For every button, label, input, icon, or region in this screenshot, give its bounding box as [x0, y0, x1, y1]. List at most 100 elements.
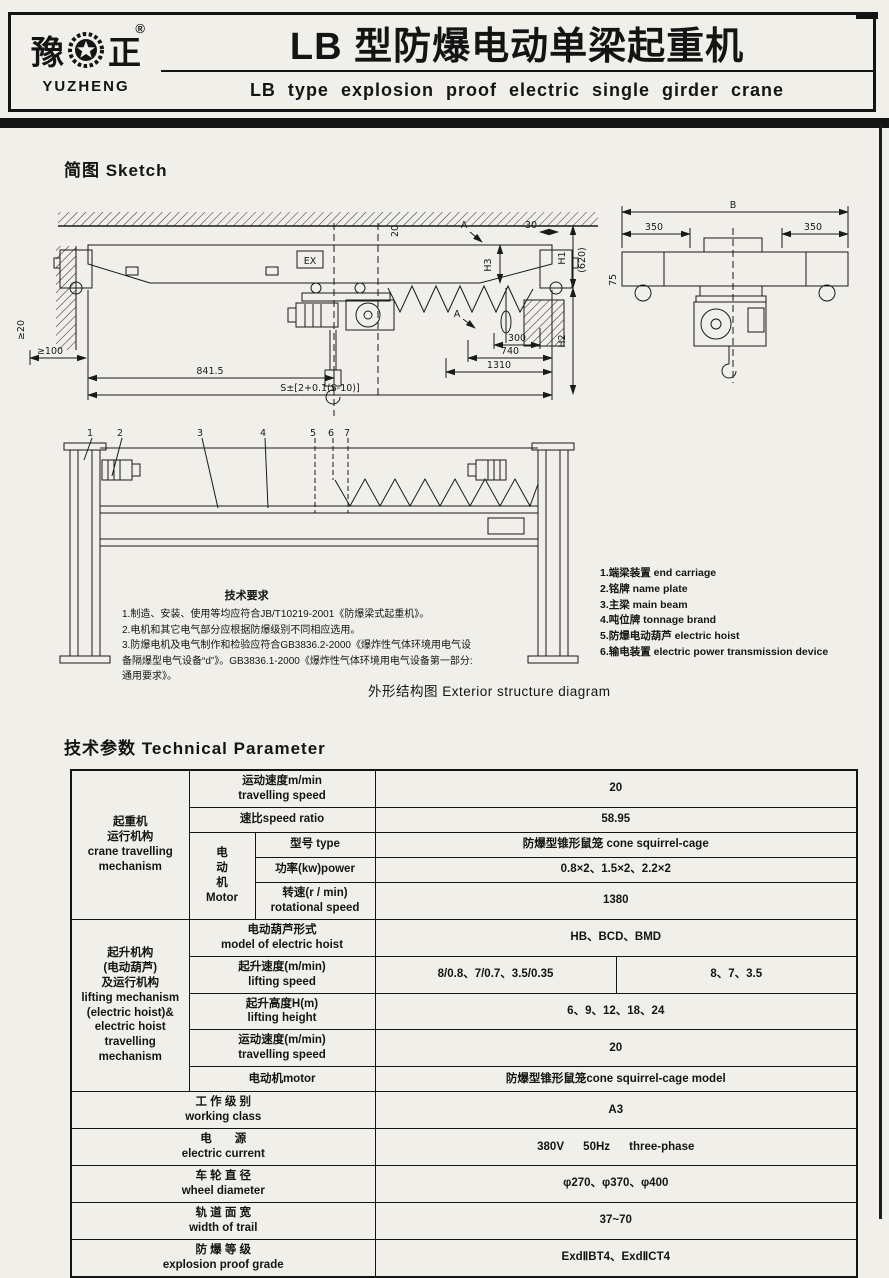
logo-left-char: 豫: [31, 33, 64, 71]
cell-motor-type-value: 防爆型锥形鼠笼 cone squirrel-cage: [374, 831, 858, 858]
part-item: 3.主梁 main beam: [600, 598, 688, 611]
callout-2: 2: [117, 428, 123, 439]
table-row: 电动机motor 防爆型锥形鼠笼cone squirrel-cage model: [71, 1066, 858, 1093]
cell-working-class-label: 工 作 级 别 working class: [70, 1091, 376, 1130]
table-row: 电 源 electric current 380V 50Hz three-pha…: [70, 1128, 858, 1166]
part-item: 6.输电装置 electric power transmission devic…: [600, 645, 829, 658]
cell-motor-type-label: 型号 type: [254, 831, 376, 858]
gear-star-icon: [66, 30, 106, 75]
table-row: 起升机构 (电动葫芦) 及运行机构 lifting mechanism (ele…: [70, 918, 858, 1093]
cell-travel-speed-value: 20: [374, 769, 858, 808]
table-row: 速比speed ratio 58.95: [71, 806, 858, 833]
part-item: 1.端梁装置 end carriage: [600, 567, 717, 579]
dimension-labels: EX ≥100 841.5 S±[2+0.1(S-10)] 1310 740 3…: [16, 200, 822, 439]
part-item: 2.铭牌 name plate: [600, 582, 688, 595]
part-item: 5.防爆电动葫芦 electric hoist: [600, 630, 740, 642]
technical-requirements: 技术要求 1.制造、安装、使用等均应符合JB/T10219-2001《防爆梁式起…: [122, 588, 478, 685]
dim-20: 20: [390, 225, 401, 237]
dim-841: 841.5: [196, 366, 223, 377]
registered-mark: ®: [135, 21, 145, 36]
cell-wheel-diameter-label: 车 轮 直 径 wheel diameter: [70, 1165, 376, 1203]
table-row: 功率(kw)power 0.8×2、1.5×2、2.2×2: [71, 856, 858, 883]
sketch-section: 简图 Sketch: [0, 128, 889, 720]
section-a-top: A: [461, 220, 468, 231]
tech-note-line: 3.防爆电机及电气制作和检验应符合GB3836.2-2000《爆炸性气体环境用电…: [122, 640, 473, 683]
callout-5: 5: [310, 428, 316, 439]
callout-4: 4: [260, 428, 266, 439]
technical-requirements-title: 技术要求: [224, 590, 269, 602]
callout-3: 3: [197, 428, 203, 439]
cell-motor-speed-label: 转速(r / min) rotational speed: [254, 881, 376, 920]
parameters-heading: 技术参数 Technical Parameter: [64, 739, 326, 758]
dim-ge20: ≥20: [16, 320, 27, 340]
diagram-caption: 外形结构图 Exterior structure diagram: [368, 684, 611, 699]
cell-motor2-value: 防爆型锥形鼠笼cone squirrel-cage model: [374, 1066, 858, 1093]
cell-power-supply-label: 电 源 electric current: [70, 1128, 376, 1166]
ex-label: EX: [304, 256, 317, 267]
tech-note-line: 2.电机和其它电气部分应根据防爆级别不同相应选用。: [122, 624, 361, 636]
part-item: 4.吨位牌 tonnage brand: [600, 614, 717, 627]
cell-motor-group: 电 动 机 Motor: [188, 831, 256, 920]
dim-620: (620): [577, 247, 588, 273]
table-row: 车 轮 直 径 wheel diameter φ270、φ370、φ400: [70, 1165, 858, 1203]
cell-working-class-value: A3: [374, 1091, 858, 1130]
cell-motor-speed-value: 1380: [374, 881, 858, 920]
header-divider-bar: [0, 118, 889, 128]
cell-hoist-group: 起升机构 (电动葫芦) 及运行机构 lifting mechanism (ele…: [70, 918, 190, 1093]
sketch-drawing: EX ≥100 841.5 S±[2+0.1(S-10)] 1310 740 3…: [16, 200, 849, 664]
parameters-section: 技术参数 Technical Parameter 起重机 运行机构 crane …: [0, 720, 889, 1278]
dim-75: 75: [608, 274, 619, 286]
brand-logo: ® 豫 正 YUZHENG: [11, 15, 161, 109]
dim-b: B: [730, 200, 737, 211]
dim-30: 30: [525, 220, 537, 231]
cell-speed-ratio-value: 58.95: [374, 806, 858, 833]
sketch-heading: 简图 Sketch: [64, 161, 168, 180]
table-row: 工 作 级 别 working class A3: [70, 1091, 858, 1130]
dim-h2: H2: [557, 334, 568, 347]
cell-explosion-grade-value: ExdⅡBT4、ExdⅡCT4: [374, 1238, 858, 1278]
plan-view-drawing: [59, 437, 579, 664]
cell-speed-ratio-label: 速比speed ratio: [188, 806, 376, 833]
tech-note-line: 1.制造、安装、使用等均应符合JB/T10219-2001《防爆梁式起重机》。: [122, 609, 430, 621]
logo-row: 豫 正: [31, 30, 141, 75]
cell-wheel-diameter-value: φ270、φ370、φ400: [374, 1165, 858, 1203]
cell-travel-speed-label: 运动速度m/min travelling speed: [188, 769, 376, 808]
page-title-en: LB type explosion proof electric single …: [249, 80, 785, 100]
dim-ge100: ≥100: [37, 346, 63, 357]
side-view-drawing: [29, 212, 598, 416]
logo-right-char: 正: [108, 33, 141, 71]
cell-explosion-grade-label: 防 爆 等 级 explosion proof grade: [70, 1238, 376, 1278]
table-row: 运动速度(m/min) travelling speed 20: [71, 1029, 858, 1068]
table-row: 轨 道 面 宽 width of trail 37~70: [70, 1201, 858, 1240]
table-row: 防 爆 等 级 explosion proof grade ExdⅡBT4、Ex…: [70, 1238, 858, 1278]
scan-edge-artifact: [879, 125, 882, 1219]
cell-hoist-model-value: HB、BCD、BMD: [374, 918, 858, 957]
dim-h3: H3: [483, 258, 494, 271]
page-title-cn: LB 型防爆电动单梁起重机: [161, 15, 873, 72]
callout-6: 6: [328, 428, 334, 439]
table-row: 电 动 机 Motor 型号 type 防爆型锥形鼠笼 cone squirre…: [71, 831, 858, 920]
section-a-mid: A: [454, 309, 461, 320]
cell-rail-width-label: 轨 道 面 宽 width of trail: [70, 1201, 376, 1240]
cell-lifting-speed-label: 起升速度(m/min) lifting speed: [188, 955, 376, 994]
cell-motor2-label: 电动机motor: [188, 1066, 376, 1093]
dim-h1: H1: [557, 251, 568, 264]
callout-1: 1: [87, 428, 93, 439]
dim-350-right: 350: [804, 222, 822, 233]
dim-350-left: 350: [645, 222, 663, 233]
cell-hoist-model-label: 电动葫芦形式 model of electric hoist: [188, 918, 376, 957]
parameters-table: 起重机 运行机构 crane travelling mechanism 运动速度…: [70, 769, 859, 1278]
cell-travel-speed2-label: 运动速度(m/min) travelling speed: [188, 1029, 376, 1068]
cell-lifting-speed-value1: 8/0.8、7/0.7、3.5/0.35: [374, 955, 617, 994]
cell-motor-power-value: 0.8×2、1.5×2、2.2×2: [374, 856, 858, 883]
title-block: LB 型防爆电动单梁起重机 LB type explosion proof el…: [161, 15, 873, 109]
callout-7: 7: [344, 428, 350, 439]
cell-rail-width-value: 37~70: [374, 1201, 858, 1240]
cell-travel-speed2-value: 20: [374, 1029, 858, 1068]
table-row: 起重机 运行机构 crane travelling mechanism 运动速度…: [70, 769, 858, 920]
cell-lifting-height-label: 起升高度H(m) lifting height: [188, 992, 376, 1031]
table-row: 起升速度(m/min) lifting speed 8/0.8、7/0.7、3.…: [71, 955, 858, 994]
parts-list: 1.端梁装置 end carriage 2.铭牌 name plate 3.主梁…: [600, 566, 848, 661]
header: ® 豫 正 YUZHENG LB 型防爆电动单梁起重机 LB type expl…: [8, 12, 876, 112]
cell-lifting-speed-value2: 8、7、3.5: [615, 955, 858, 994]
